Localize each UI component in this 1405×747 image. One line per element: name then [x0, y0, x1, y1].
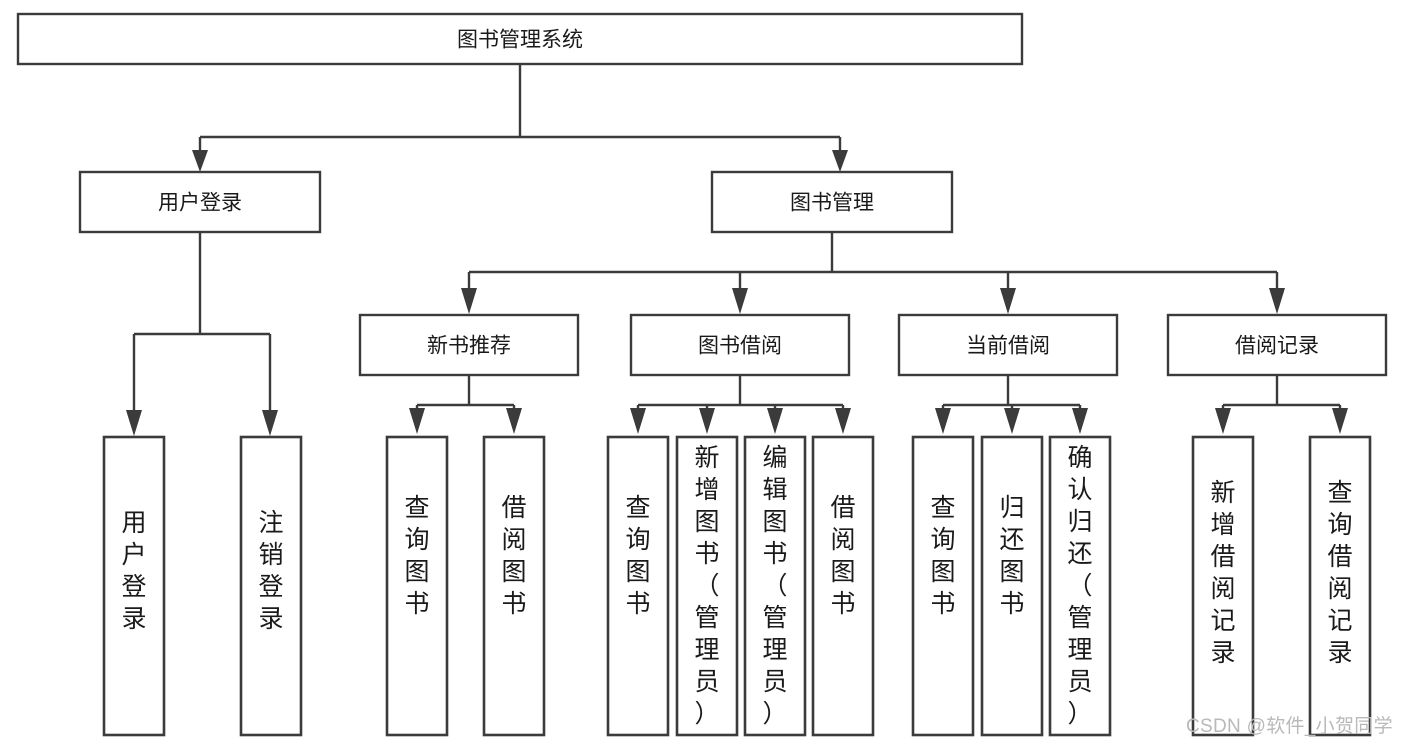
arrow-head-icon: [1215, 408, 1231, 434]
leaf-box: [606, 435, 670, 737]
arrow-head-icon: [1269, 288, 1285, 314]
connector-root-to-level2: [192, 64, 848, 172]
node-current-borrow[interactable]: 当前借阅: [897, 313, 1119, 377]
user-login-box: [78, 170, 322, 234]
leaf-box: [811, 435, 875, 737]
leaf-label: 新增借阅记录: [1210, 479, 1235, 667]
leaf-query-book-borrow[interactable]: 查询图书: [606, 435, 670, 737]
arrow-head-icon: [1072, 408, 1088, 434]
node-book-management[interactable]: 图书管理: [710, 170, 954, 234]
new-book-recommend-label: 新书推荐: [427, 335, 511, 358]
leaf-add-borrow-record[interactable]: 新增借阅记录: [1191, 435, 1255, 737]
root-label: 图书管理系统: [457, 29, 583, 52]
leaf-query-book-current[interactable]: 查询图书: [911, 435, 975, 737]
leaf-label: 用户登录: [121, 509, 146, 633]
arrow-head-icon: [732, 288, 748, 314]
leaf-label: 查询图书: [930, 494, 955, 618]
leaf-user-login[interactable]: 用户登录: [102, 435, 166, 737]
node-user-login[interactable]: 用户登录: [78, 170, 322, 234]
arrow-head-icon: [1332, 408, 1348, 434]
leaf-box: [675, 435, 739, 737]
leaf-label: 借阅图书: [501, 494, 526, 618]
arrow-head-icon: [126, 410, 142, 436]
csdn-watermark: CSDN @软件_小贺同学: [1186, 716, 1393, 737]
arrow-head-icon: [832, 150, 848, 172]
connector-borrow-record-to-leaves: [1215, 375, 1348, 434]
current-borrow-box: [897, 313, 1119, 377]
leaf-label: 确认归还（管理员）: [1067, 444, 1092, 728]
leaf-query-book-recommend[interactable]: 查询图书: [385, 435, 449, 737]
leaf-logout[interactable]: 注销登录: [239, 435, 303, 737]
connector-current-borrow-to-leaves: [935, 375, 1088, 434]
arrow-head-icon: [461, 288, 477, 314]
root-box: [16, 12, 1024, 66]
leaf-box: [743, 435, 807, 737]
leaf-label: 查询图书: [404, 494, 429, 618]
node-new-book-recommend[interactable]: 新书推荐: [358, 313, 580, 377]
borrow-record-label: 借阅记录: [1235, 335, 1319, 358]
leaf-return-book[interactable]: 归还图书: [980, 435, 1044, 737]
leaf-confirm-return-admin[interactable]: 确认归还（管理员）: [1048, 435, 1112, 737]
leaf-box: [1308, 435, 1372, 737]
leaf-label: 归还图书: [999, 494, 1024, 618]
leaf-box: [102, 435, 166, 737]
arrow-head-icon: [262, 410, 278, 436]
leaf-box: [980, 435, 1044, 737]
leaf-borrow-book[interactable]: 借阅图书: [811, 435, 875, 737]
book-management-label: 图书管理: [790, 192, 874, 215]
connector-book-management-to-level3: [461, 232, 1285, 314]
connector-new-book-recommend-to-leaves: [409, 375, 522, 434]
arrow-head-icon: [1000, 288, 1016, 314]
leaf-label: 查询借阅记录: [1327, 479, 1352, 667]
book-borrow-label: 图书借阅: [698, 335, 782, 358]
leaf-box: [239, 435, 303, 737]
node-root[interactable]: 图书管理系统: [16, 12, 1024, 66]
arrow-head-icon: [1004, 408, 1020, 434]
leaf-box: [482, 435, 546, 737]
connector-user-login-to-leaves: [126, 232, 278, 436]
leaf-edit-book-admin[interactable]: 编辑图书（管理员）: [743, 435, 807, 737]
arrow-head-icon: [630, 408, 646, 434]
leaf-label: 查询图书: [625, 494, 650, 618]
leaf-label: 新增图书（管理员）: [694, 444, 719, 728]
current-borrow-label: 当前借阅: [966, 335, 1050, 358]
arrow-head-icon: [192, 150, 208, 172]
arrow-head-icon: [935, 408, 951, 434]
leaf-add-book-admin[interactable]: 新增图书（管理员）: [675, 435, 739, 737]
new-book-recommend-box: [358, 313, 580, 377]
leaf-box: [911, 435, 975, 737]
leaf-query-borrow-record[interactable]: 查询借阅记录: [1308, 435, 1372, 737]
arrow-head-icon: [835, 408, 851, 434]
arrow-head-icon: [506, 408, 522, 434]
arrow-head-icon: [699, 408, 715, 434]
user-login-label: 用户登录: [158, 192, 242, 215]
node-book-borrow[interactable]: 图书借阅: [629, 313, 851, 377]
arrow-head-icon: [767, 408, 783, 434]
leaf-label: 编辑图书（管理员）: [762, 444, 787, 728]
arrow-head-icon: [409, 408, 425, 434]
node-borrow-record[interactable]: 借阅记录: [1166, 313, 1388, 377]
leaf-borrow-book-recommend[interactable]: 借阅图书: [482, 435, 546, 737]
leaf-label: 借阅图书: [830, 494, 855, 618]
connector-book-borrow-to-leaves: [630, 375, 851, 434]
leaf-label: 注销登录: [258, 509, 283, 633]
leaf-box: [1191, 435, 1255, 737]
leaf-box: [1048, 435, 1112, 737]
leaf-box: [385, 435, 449, 737]
